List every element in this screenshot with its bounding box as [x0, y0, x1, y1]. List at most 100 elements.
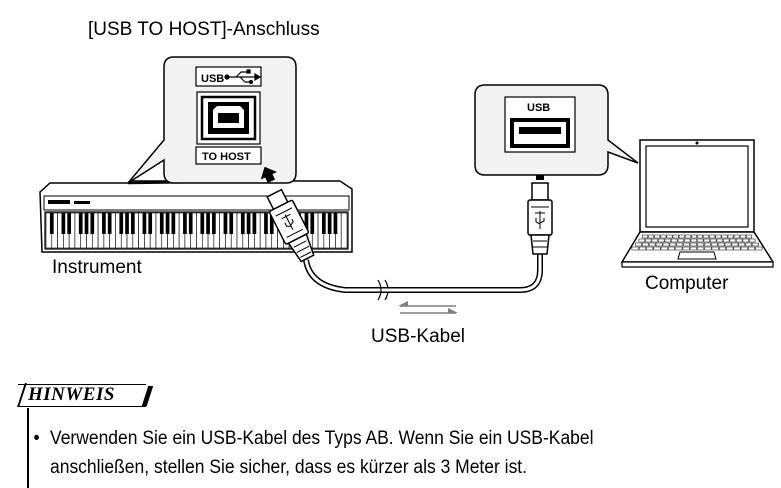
laptop-key — [660, 246, 668, 251]
note-line-1: Verwenden Sie ein USB-Kabel des Typs AB.… — [50, 428, 594, 449]
usb-to-host-port-title: [USB TO HOST]-Anschluss — [88, 19, 320, 40]
laptop-key — [638, 238, 645, 243]
laptop-key — [748, 246, 756, 251]
laptop-key — [711, 246, 719, 251]
usb-cable-label: USB-Kabel — [371, 326, 465, 347]
laptop-key — [690, 242, 697, 247]
laptop-computer — [620, 139, 775, 268]
laptop-key — [664, 238, 671, 243]
white-key — [340, 212, 348, 249]
up-arrow-icon — [260, 166, 278, 183]
laptop-key — [638, 246, 646, 251]
laptop-key — [684, 238, 691, 243]
laptop-key — [642, 234, 648, 239]
laptop-key — [710, 242, 718, 247]
laptop-key — [653, 246, 661, 251]
laptop-key — [689, 246, 697, 251]
note-line-2: anschließen, stellen Sie sicher, dass es… — [50, 457, 528, 478]
black-key — [107, 213, 112, 234]
instrument-port-callout: USB TO HOST — [127, 56, 297, 184]
black-key — [125, 213, 129, 234]
laptop-key — [666, 234, 673, 239]
black-key — [61, 213, 66, 234]
laptop-key — [709, 234, 716, 239]
black-key — [252, 213, 257, 234]
note-left-rule — [27, 408, 29, 488]
usb-b-plug — [266, 188, 380, 293]
laptop-key — [717, 242, 725, 247]
black-key — [212, 213, 216, 234]
laptop-key — [715, 234, 722, 239]
laptop-key — [642, 242, 649, 247]
laptop-key — [684, 234, 691, 239]
black-key — [269, 213, 274, 234]
note-title: HINWEIS — [28, 384, 115, 405]
black-key — [142, 213, 147, 234]
black-key — [49, 213, 54, 234]
laptop-key — [731, 242, 739, 247]
laptop-key — [755, 246, 763, 251]
black-key — [264, 213, 268, 234]
note-header: HINWEIS — [17, 383, 154, 408]
laptop-key — [677, 238, 684, 243]
laptop-key — [682, 246, 690, 251]
laptop-key — [683, 242, 690, 247]
black-key — [171, 213, 176, 234]
black-key — [78, 213, 83, 234]
laptop-key — [675, 246, 683, 251]
laptop-key — [727, 234, 734, 239]
laptop-key — [746, 234, 752, 239]
laptop-key — [752, 242, 759, 247]
black-key — [90, 213, 95, 234]
laptop-key — [654, 234, 661, 239]
laptop-key — [738, 242, 746, 247]
laptop-key — [697, 234, 703, 239]
black-key — [304, 213, 309, 234]
laptop-key — [697, 242, 704, 247]
laptop-key — [690, 238, 697, 243]
cable-break — [377, 252, 543, 301]
laptop-key — [703, 234, 710, 239]
black-key — [206, 213, 210, 234]
black-key — [310, 213, 315, 234]
laptop-key — [726, 246, 734, 251]
black-key — [229, 213, 234, 234]
laptop-key — [723, 238, 730, 243]
laptop-key — [710, 238, 717, 243]
laptop-key — [676, 242, 684, 247]
black-key — [165, 213, 170, 234]
black-key — [246, 213, 251, 234]
laptop-keyboard — [631, 234, 763, 251]
black-key — [321, 213, 326, 234]
laptop-key — [742, 238, 749, 243]
black-key — [102, 213, 106, 234]
laptop-key — [704, 242, 711, 247]
laptop-key — [721, 234, 728, 239]
laptop-key — [668, 246, 676, 251]
black-key — [183, 213, 187, 234]
black-key — [159, 213, 164, 234]
laptop-key — [716, 238, 723, 243]
note-bullet: • — [33, 428, 40, 449]
black-key — [84, 213, 89, 234]
laptop-key — [745, 242, 752, 247]
black-key — [119, 213, 124, 234]
note-body: • Verwenden Sie ein USB-Kabel des Typs A… — [33, 424, 712, 482]
laptop-key — [733, 234, 740, 239]
laptop-key — [672, 234, 679, 239]
computer-usb-label: USB — [527, 102, 550, 114]
laptop-key — [736, 238, 743, 243]
connection-diagram: USB TO HOST — [39, 56, 775, 314]
laptop-key — [651, 238, 658, 243]
black-key — [130, 213, 135, 234]
black-key — [333, 213, 338, 234]
usb-a-plug — [527, 182, 553, 255]
usb-port-top-label: USB — [201, 73, 224, 85]
laptop-key — [718, 246, 726, 251]
usb-port-bottom-label: TO HOST — [202, 151, 251, 163]
laptop-key — [739, 234, 746, 239]
laptop-key — [655, 242, 663, 247]
black-key — [67, 213, 72, 234]
laptop-key — [733, 246, 741, 251]
laptop-key — [648, 234, 655, 239]
